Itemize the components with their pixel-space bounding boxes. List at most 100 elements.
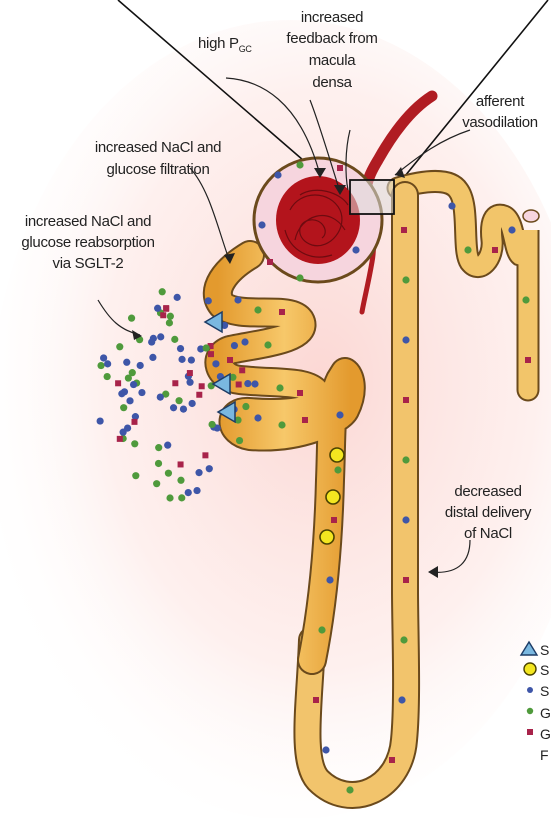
glucose-dot bbox=[402, 276, 409, 283]
na-dot bbox=[170, 404, 177, 411]
glucose-dot bbox=[128, 315, 135, 322]
cl-square bbox=[403, 577, 409, 583]
na-dot bbox=[251, 380, 258, 387]
glucose-dot bbox=[177, 477, 184, 484]
glucose-dot bbox=[522, 296, 529, 303]
cl-square bbox=[202, 452, 208, 458]
cl-square bbox=[401, 227, 407, 233]
na-dot bbox=[186, 379, 193, 386]
na-dot bbox=[124, 424, 131, 431]
glucose-dot bbox=[242, 403, 249, 410]
glucose-dot bbox=[155, 444, 162, 451]
na-dot bbox=[177, 345, 184, 352]
cl-square bbox=[279, 309, 285, 315]
cl-square bbox=[297, 390, 303, 396]
na-dot bbox=[100, 354, 107, 361]
na-dot bbox=[178, 356, 185, 363]
glucose-dot bbox=[209, 421, 216, 428]
cl-square bbox=[313, 697, 319, 703]
na-dot bbox=[189, 400, 196, 407]
na-dot bbox=[274, 171, 281, 178]
cl-square bbox=[331, 517, 337, 523]
cl-square bbox=[389, 757, 395, 763]
glucose-dot bbox=[400, 636, 407, 643]
glucose-dot bbox=[131, 440, 138, 447]
cl-square bbox=[403, 397, 409, 403]
na-dot bbox=[195, 469, 202, 476]
na-dot bbox=[185, 489, 192, 496]
label-afferent-line-1: afferent bbox=[476, 93, 525, 110]
glucose-dot bbox=[276, 384, 283, 391]
glucose-dot bbox=[203, 344, 210, 351]
na-dot bbox=[121, 388, 128, 395]
na-dot bbox=[231, 342, 238, 349]
cl-square bbox=[199, 383, 205, 389]
label-reabsorption-line-1: increased NaCl and bbox=[25, 213, 151, 230]
na-dot bbox=[398, 696, 405, 703]
na-dot bbox=[254, 414, 261, 421]
na-dot bbox=[149, 354, 156, 361]
label-feedback-line-1: increased bbox=[301, 9, 363, 26]
glucose-dot bbox=[278, 421, 285, 428]
glucose-dot bbox=[120, 404, 127, 411]
glucose-dot bbox=[464, 246, 471, 253]
cl-square bbox=[302, 417, 308, 423]
label-high-pgc-sub: GC bbox=[239, 44, 253, 54]
na-dot bbox=[157, 393, 164, 400]
cl-square bbox=[178, 461, 184, 467]
label-distal-line-1: decreased bbox=[454, 483, 521, 500]
label-reabsorption-line-2: glucose reabsorption bbox=[21, 234, 154, 251]
glucose-dot bbox=[264, 341, 271, 348]
na-dot bbox=[126, 397, 133, 404]
glucose-dot bbox=[254, 306, 261, 313]
na-dot bbox=[234, 296, 241, 303]
na-dot bbox=[188, 356, 195, 363]
na-dot bbox=[154, 305, 161, 312]
legend-item-4: G bbox=[540, 705, 551, 721]
cl-square bbox=[196, 392, 202, 398]
cl-square bbox=[117, 436, 123, 442]
na-dot bbox=[130, 381, 137, 388]
legend-item-1: S bbox=[540, 642, 549, 658]
cl-square bbox=[187, 370, 193, 376]
na-dot bbox=[205, 297, 212, 304]
na-dot bbox=[193, 487, 200, 494]
glucose-dot bbox=[296, 274, 303, 281]
na-dot bbox=[137, 362, 144, 369]
na-dot bbox=[322, 746, 329, 753]
na-dot bbox=[180, 405, 187, 412]
na-dot bbox=[244, 380, 251, 387]
legend-red-marker bbox=[527, 729, 533, 735]
cl-square bbox=[160, 312, 166, 318]
cl-square bbox=[267, 259, 273, 265]
na-dot bbox=[123, 359, 130, 366]
glucose-dot bbox=[116, 343, 123, 350]
na-dot bbox=[157, 333, 164, 340]
na-dot bbox=[148, 338, 155, 345]
cl-square bbox=[236, 381, 242, 387]
legend-blue-marker bbox=[527, 687, 533, 693]
glucose-dot bbox=[296, 161, 303, 168]
na-dot bbox=[448, 202, 455, 209]
legend-yellow-marker bbox=[524, 663, 536, 675]
na-dot bbox=[206, 465, 213, 472]
cl-square bbox=[239, 367, 245, 373]
glucose-dot bbox=[129, 369, 136, 376]
na-dot bbox=[258, 221, 265, 228]
na-dot bbox=[508, 226, 515, 233]
glucose-dot bbox=[318, 626, 325, 633]
label-distal-line-2: distal delivery bbox=[445, 504, 532, 521]
na-dot bbox=[104, 360, 111, 367]
glucose-dot bbox=[153, 480, 160, 487]
cl-square bbox=[337, 165, 343, 171]
label-distal-line-3: of NaCl bbox=[464, 525, 512, 542]
glucose-dot bbox=[165, 470, 172, 477]
glucose-dot bbox=[334, 466, 341, 473]
cl-square bbox=[163, 305, 169, 311]
na-dot bbox=[241, 338, 248, 345]
glucose-dot bbox=[97, 362, 104, 369]
na-dot bbox=[138, 389, 145, 396]
cl-square bbox=[492, 247, 498, 253]
cl-square bbox=[115, 380, 121, 386]
